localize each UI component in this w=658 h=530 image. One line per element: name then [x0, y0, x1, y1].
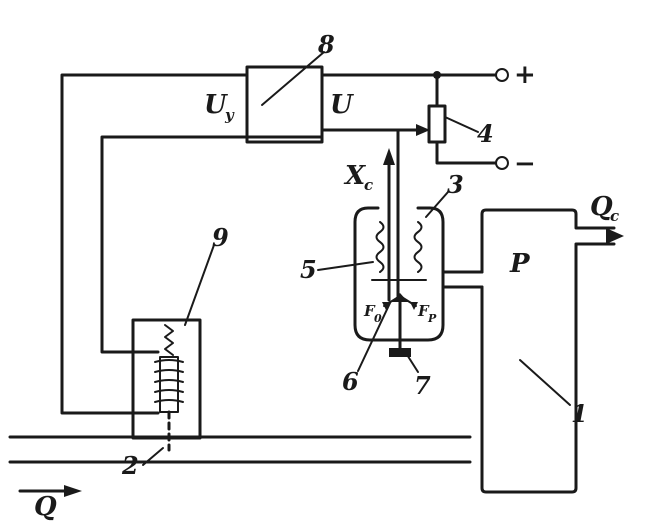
- actuator-leader: [184, 244, 215, 326]
- screw-leader: [357, 302, 391, 372]
- controller-leader: [261, 51, 325, 106]
- label-7: 7: [414, 371, 431, 400]
- housing-leader: [425, 191, 449, 218]
- spring-right: [413, 221, 423, 273]
- output-flow-arrow: [606, 228, 624, 244]
- valve-leader: [142, 447, 164, 466]
- valve-actuator-housing: [131, 318, 202, 440]
- solenoid-coil: [154, 359, 184, 403]
- inlet-flow-arrow: [64, 485, 82, 497]
- spring-left: [375, 221, 385, 273]
- pot-wiper-arrow: [416, 124, 430, 136]
- label-8: 8: [317, 30, 335, 59]
- wire-controller-to-coil-outer: [60, 73, 249, 415]
- label-2: 2: [121, 451, 139, 480]
- label-q-out-sub: c: [610, 207, 619, 225]
- label-q-in: Q: [34, 492, 57, 522]
- setting-screw: [392, 293, 408, 302]
- adjuster-leader: [403, 349, 419, 373]
- wire-negative-rail: [435, 140, 498, 165]
- label-u-y: U: [204, 90, 228, 120]
- controller-block: [245, 65, 324, 144]
- label-x-sub: c: [364, 176, 373, 194]
- label-f0: F: [363, 302, 376, 320]
- label-4: 4: [477, 119, 494, 148]
- tank-right-lower: [480, 242, 616, 494]
- label-6: 6: [342, 367, 359, 396]
- negative-terminal: [495, 156, 509, 170]
- label-1: 1: [571, 399, 588, 428]
- tank-upper: [480, 208, 616, 274]
- force-arrow-right: [410, 302, 418, 310]
- label-plus: +: [514, 60, 536, 90]
- positive-terminal: [495, 68, 509, 82]
- wire-feedback-to-coil: [100, 135, 324, 354]
- label-x: X: [343, 161, 367, 191]
- tank-leader: [519, 359, 571, 406]
- label-p: P: [509, 249, 531, 279]
- label-fp-sub: P: [427, 312, 437, 325]
- spring-leader: [317, 261, 374, 271]
- label-fp: F: [417, 302, 430, 320]
- label-f0-sub: 0: [374, 312, 382, 325]
- label-u-y-sub: y: [224, 106, 235, 124]
- label-9: 9: [212, 223, 229, 252]
- potentiometer: [427, 104, 447, 144]
- label-q-out: Q: [590, 192, 613, 222]
- pot-leader: [444, 116, 479, 133]
- force-arrow-left: [382, 302, 390, 310]
- label-3: 3: [447, 170, 464, 199]
- adjuster-knob: [389, 348, 411, 357]
- label-u: U: [330, 90, 354, 120]
- label-minus: −: [514, 149, 536, 179]
- xc-arrow: [383, 148, 395, 165]
- label-5: 5: [300, 255, 317, 284]
- coil-core: [159, 356, 179, 413]
- actuator-spring: [164, 324, 174, 356]
